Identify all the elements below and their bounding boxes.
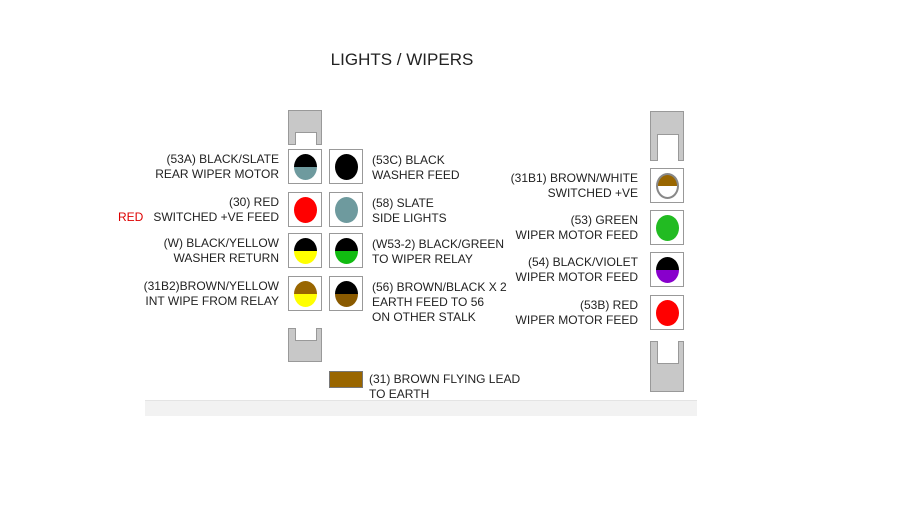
flying-lead-label-line: TO EARTH	[369, 387, 430, 401]
connector-pin	[288, 276, 322, 311]
pin-label-line: WIPER MOTOR FEED	[515, 228, 638, 242]
wire-color-dot	[294, 197, 317, 223]
pin-label-line: (56) BROWN/BLACK X 2	[372, 280, 507, 294]
pin-label-line: (53C) BLACK	[372, 153, 445, 167]
pin-label-line: SIDE LIGHTS	[372, 211, 447, 225]
left-connector-top-cap	[288, 110, 322, 145]
pin-label-line: (31B2)BROWN/YELLOW	[143, 279, 279, 293]
connector-pin	[650, 295, 684, 330]
wire-color-dot	[656, 215, 679, 241]
wire-color-dot	[294, 154, 317, 180]
pin-label-line: SWITCHED +VE	[547, 186, 638, 200]
pin-label-line: WASHER RETURN	[173, 251, 279, 265]
pin-label-line: WASHER FEED	[372, 168, 460, 182]
pin-label-line: (31B1) BROWN/WHITE	[510, 171, 638, 185]
pin-label-line: WIPER MOTOR FEED	[515, 270, 638, 284]
pin-label-line: TO WIPER RELAY	[372, 252, 473, 266]
wire-color-dot	[335, 238, 358, 264]
pin-label-line: (58) SLATE	[372, 196, 434, 210]
connector-pin	[329, 149, 363, 184]
diagram-panel	[145, 45, 720, 415]
wire-color-dot	[335, 197, 358, 223]
pin-label-line: (W) BLACK/YELLOW	[163, 236, 279, 250]
wire-color-dot	[656, 257, 679, 283]
side-label-red: RED	[118, 210, 144, 224]
connector-pin	[650, 210, 684, 245]
connector-pin	[329, 233, 363, 268]
pin-label-line: WIPER MOTOR FEED	[515, 313, 638, 327]
connector-pin	[288, 233, 322, 268]
bottom-strip	[145, 400, 697, 416]
pin-label-line: REAR WIPER MOTOR	[155, 167, 279, 181]
connector-pin	[650, 252, 684, 287]
diagram-title: LIGHTS / WIPERS	[330, 50, 474, 69]
pin-label-line: (54) BLACK/VIOLET	[527, 255, 638, 269]
wire-color-dot	[335, 154, 358, 180]
pin-label-line: (30) RED	[228, 195, 279, 209]
pin-label-line: (53B) RED	[579, 298, 638, 312]
wire-color-dot	[656, 300, 679, 326]
flying-lead-swatch	[329, 371, 363, 388]
connector-pin	[329, 276, 363, 311]
right-connector-bottom-cap	[650, 341, 684, 392]
connector-pin	[288, 192, 322, 227]
wire-color-dot	[656, 173, 679, 199]
right-connector-top-cap	[650, 111, 684, 161]
left-connector-bottom-cap	[288, 328, 322, 362]
flying-lead-label: (31) BROWN FLYING LEAD TO EARTH	[369, 372, 520, 402]
pin-label-line: (W53-2) BLACK/GREEN	[372, 237, 505, 251]
wire-color-dot	[294, 238, 317, 264]
pin-label-line: ON OTHER STALK	[372, 310, 476, 324]
connector-pin	[650, 168, 684, 203]
wire-color-dot	[294, 281, 317, 307]
pin-label-line: (53A) BLACK/SLATE	[166, 152, 280, 166]
pin-label-line: EARTH FEED TO 56	[372, 295, 485, 309]
pin-label-line: (53) GREEN	[570, 213, 638, 227]
pin-label-line: INT WIPE FROM RELAY	[145, 294, 279, 308]
connector-pin	[288, 149, 322, 184]
connector-pin	[329, 192, 363, 227]
wire-color-dot	[335, 281, 358, 307]
flying-lead-label-line: (31) BROWN FLYING LEAD	[369, 372, 521, 386]
pin-label-line: SWITCHED +VE FEED	[153, 210, 279, 224]
